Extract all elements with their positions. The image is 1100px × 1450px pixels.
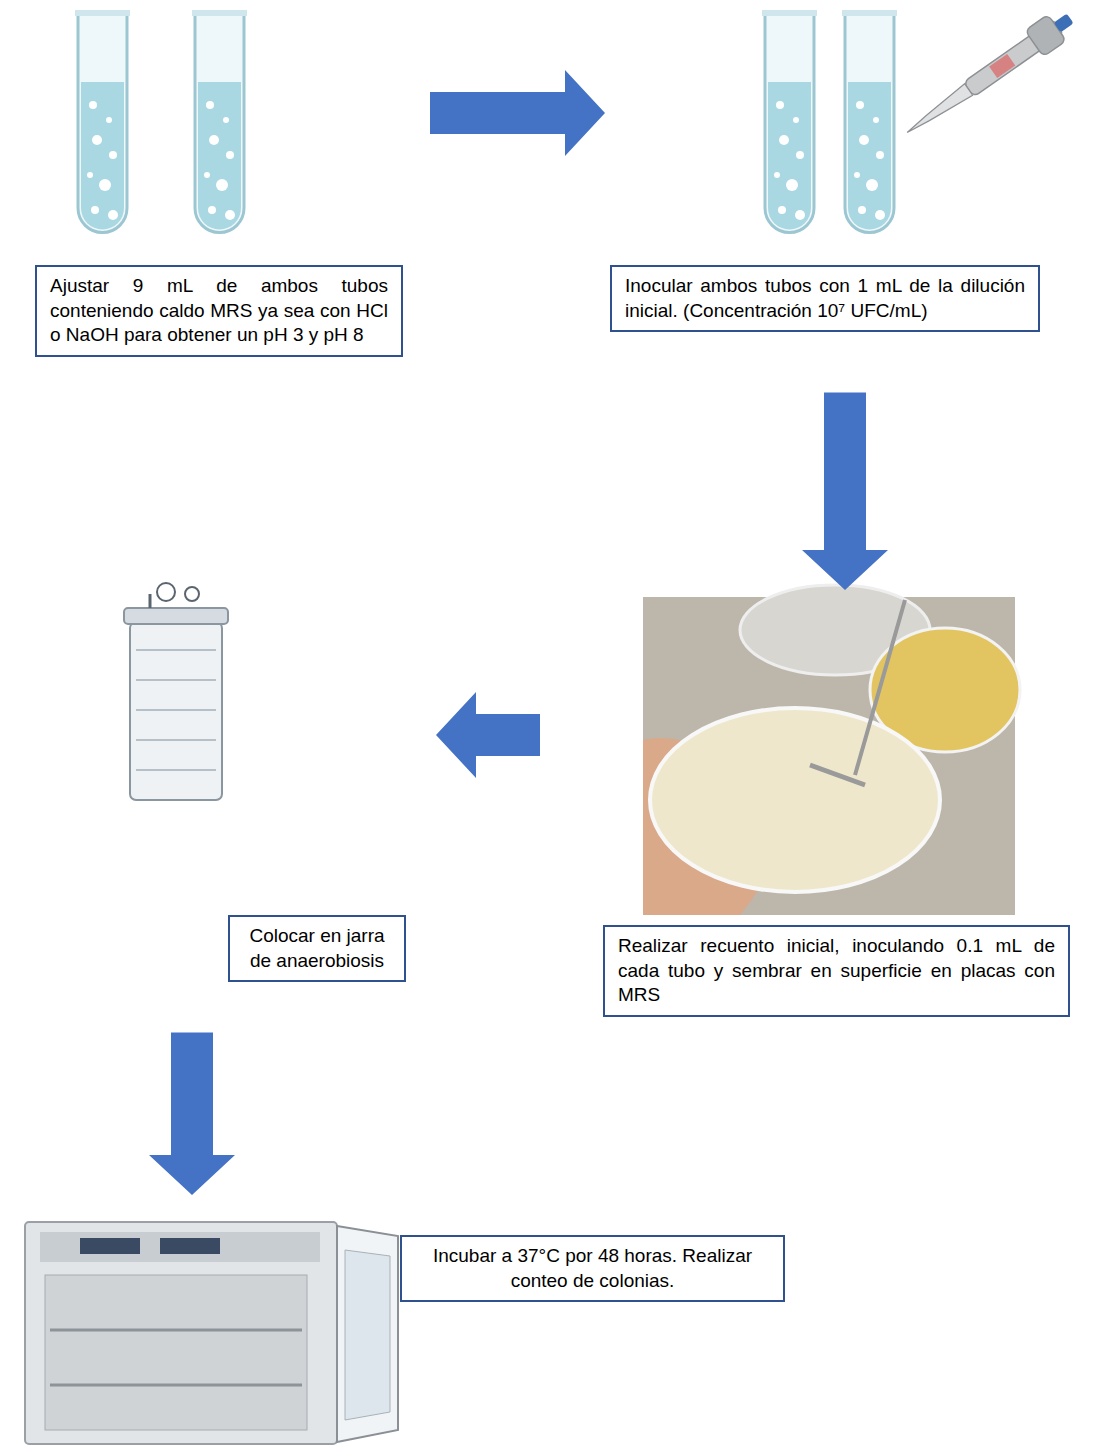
pipette-label xyxy=(989,54,1015,78)
spreader-rod xyxy=(855,600,905,775)
plate-stack xyxy=(136,739,216,741)
step-box: Colocar en jarra de anaerobiosis xyxy=(228,915,406,982)
incubator-body xyxy=(25,1222,337,1444)
pipette-plunger xyxy=(1054,13,1074,32)
control-panel xyxy=(40,1232,320,1262)
plate-stack xyxy=(136,679,216,681)
petri-dish xyxy=(650,708,940,892)
step-text: Colocar en jarra de anaerobiosis xyxy=(243,924,391,973)
step-text: Incubar a 37°C por 48 horas. Realizar co… xyxy=(415,1244,770,1293)
jar-body xyxy=(130,622,222,800)
shelf xyxy=(50,1384,302,1387)
plate-stack xyxy=(136,649,216,651)
gauge xyxy=(185,587,199,601)
block-arrow xyxy=(430,70,605,156)
door-window xyxy=(345,1250,390,1420)
step-box: Realizar recuento inicial, inoculando 0.… xyxy=(603,925,1070,1017)
spreader-bar xyxy=(810,765,865,785)
plate-stack xyxy=(136,709,216,711)
step-text: Ajustar 9 mL de ambos tubos conteniendo … xyxy=(50,274,388,348)
incubator xyxy=(25,1222,398,1444)
valve xyxy=(149,594,152,608)
display xyxy=(160,1238,220,1254)
step-text: Realizar recuento inicial, inoculando 0.… xyxy=(618,934,1055,1008)
display xyxy=(80,1238,140,1254)
chamber xyxy=(45,1275,307,1430)
micropipette xyxy=(898,5,1079,145)
anaerobic-jar xyxy=(124,583,228,800)
jar-lid xyxy=(124,608,228,624)
step-box: Inocular ambos tubos con 1 mL de la dilu… xyxy=(610,265,1040,332)
shelf xyxy=(50,1329,302,1332)
step-text: Inocular ambos tubos con 1 mL de la dilu… xyxy=(625,274,1025,323)
test-tube xyxy=(762,10,817,233)
gauge xyxy=(157,583,175,601)
step-box: Incubar a 37°C por 48 horas. Realizar co… xyxy=(400,1235,785,1302)
block-arrow xyxy=(802,392,888,590)
plate-stack xyxy=(136,769,216,771)
plating-photo xyxy=(643,585,1020,915)
incubator-door xyxy=(337,1226,398,1442)
step-box: Ajustar 9 mL de ambos tubos conteniendo … xyxy=(35,265,403,357)
block-arrow xyxy=(149,1032,235,1195)
pipette-tip xyxy=(903,84,972,138)
test-tube xyxy=(192,10,247,233)
test-tube xyxy=(75,10,130,233)
test-tube xyxy=(842,10,897,233)
block-arrow xyxy=(436,692,540,778)
